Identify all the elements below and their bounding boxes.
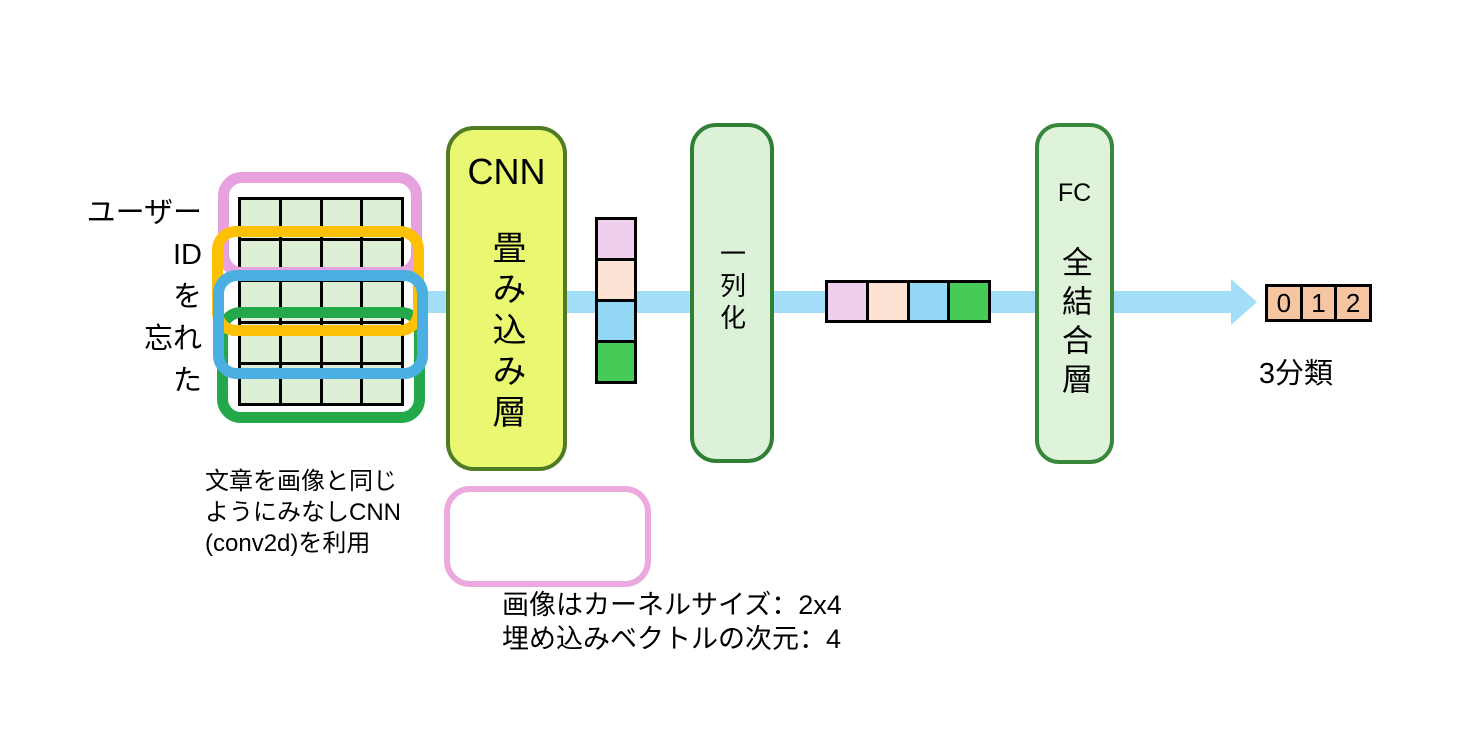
feature-cell: [950, 283, 988, 320]
feature-cell: [868, 283, 907, 320]
fc-vertical-label: 全結合層: [1057, 246, 1092, 402]
caption-line: (conv2d)を利用: [205, 530, 371, 557]
feature-cell: [598, 261, 634, 299]
feature-vector-row: [825, 280, 991, 323]
output-cell-value: 0: [1276, 288, 1292, 318]
input-text-line: を: [172, 281, 202, 313]
kernel-note-box: [444, 486, 651, 587]
cnn-title: CNN: [467, 151, 546, 192]
input-text-line: ID: [173, 239, 202, 271]
output-cell: 1: [1302, 287, 1335, 319]
input-text-line: た: [172, 365, 202, 397]
fc-layer-box: FC 全結合層: [1035, 123, 1114, 464]
cnn-layer-box: CNN 畳み込み層: [446, 126, 567, 471]
kernel-window-3: [213, 270, 428, 379]
flow-arrow-head-icon: [1231, 279, 1257, 325]
output-cell-value: 1: [1311, 288, 1326, 318]
feature-map-column: [595, 217, 637, 384]
output-class-cells: 0 1 2: [1265, 284, 1372, 322]
output-classes-label: 3分類: [1258, 358, 1334, 390]
caption-line: 文章を画像と同じ: [205, 468, 397, 495]
output-cell: 0: [1268, 287, 1300, 319]
feature-cell: [598, 343, 634, 381]
input-text-line: 忘れ: [143, 323, 202, 355]
caption-line: ようにみなしCNN: [205, 499, 401, 526]
feature-cell: [828, 283, 866, 320]
note-line: 画像はカーネルサイズ：2x4: [502, 590, 842, 620]
note-line: 埋め込みベクトルの次元：4: [502, 624, 842, 654]
flatten-vertical-label: 一列化: [716, 240, 747, 336]
input-text-label: ユーザー ID を 忘れ た: [40, 192, 202, 402]
fc-title: FC: [1057, 179, 1092, 207]
kernel-note-text: 画像はカーネルサイズ：2x4 埋め込みベクトルの次元：4: [502, 588, 842, 656]
cnn-vertical-label: 畳み込み層: [487, 230, 525, 435]
output-cell: 2: [1337, 287, 1369, 319]
feature-cell: [598, 302, 634, 340]
grid-caption: 文章を画像と同じ ようにみなしCNN (conv2d)を利用: [205, 466, 401, 559]
feature-cell: [909, 283, 948, 320]
input-text-line: ユーザー: [86, 197, 202, 229]
output-cell-value: 2: [1345, 288, 1361, 318]
flatten-layer-box: 一列化: [690, 123, 774, 463]
feature-cell: [598, 220, 634, 258]
